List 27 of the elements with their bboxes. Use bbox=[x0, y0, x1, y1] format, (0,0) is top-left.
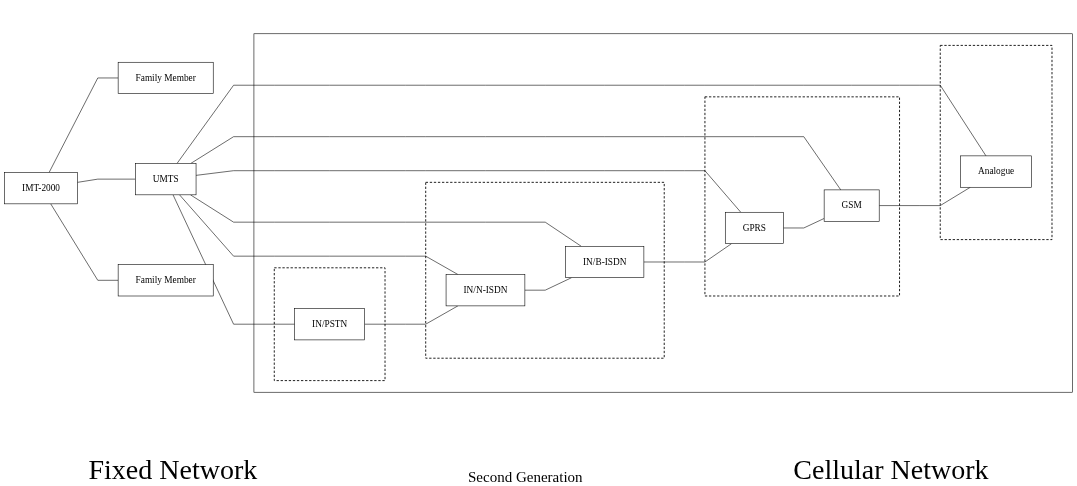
connector bbox=[195, 170, 742, 213]
cluster bbox=[704, 96, 900, 297]
connector bbox=[190, 194, 582, 247]
node-box: GPRS bbox=[725, 212, 784, 244]
node-box: Analogue bbox=[960, 155, 1032, 188]
connector bbox=[179, 194, 459, 275]
connector bbox=[878, 187, 971, 206]
cluster bbox=[939, 44, 1053, 241]
node-box: IMT-2000 bbox=[4, 172, 78, 205]
cluster bbox=[273, 267, 386, 382]
connector bbox=[190, 136, 842, 191]
connector bbox=[172, 194, 295, 325]
cluster bbox=[253, 33, 1073, 393]
connector bbox=[643, 243, 732, 263]
generation-label: Second Generation bbox=[468, 469, 583, 486]
connector bbox=[176, 84, 987, 164]
node-box: GSM bbox=[823, 189, 880, 222]
cluster bbox=[425, 181, 665, 359]
connector bbox=[364, 305, 459, 325]
node-box: IN/PSTN bbox=[294, 308, 365, 341]
network-label: Fixed Network bbox=[88, 454, 258, 486]
node-box: UMTS bbox=[135, 163, 197, 196]
node-box: IN/B-ISDN bbox=[565, 246, 645, 278]
node-box: Family Member bbox=[117, 61, 214, 94]
node-box: IN/N-ISDN bbox=[445, 274, 526, 307]
network-label: Cellular Network bbox=[793, 454, 989, 486]
node-box: Family Member bbox=[117, 264, 214, 297]
